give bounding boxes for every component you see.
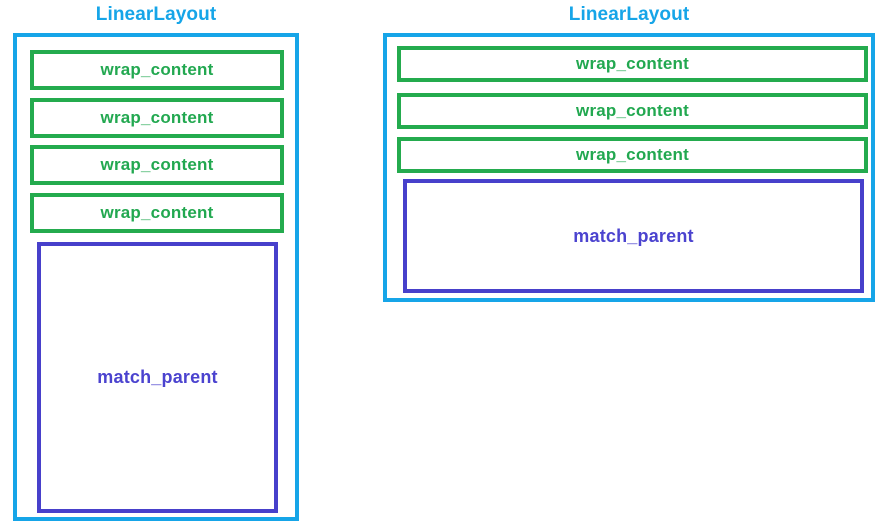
wrap-content-label: wrap_content <box>576 54 689 73</box>
wrap-content-label: wrap_content <box>100 155 214 174</box>
match-parent-box-right-1: match_parent <box>403 179 864 293</box>
wrap-content-label: wrap_content <box>576 145 689 164</box>
wrap-content-label: wrap_content <box>100 60 214 79</box>
linearlayout-title-left: LinearLayout <box>95 4 217 25</box>
match-parent-label: match_parent <box>573 225 694 246</box>
linearlayout-container-left: wrap_content wrap_content wrap_content w… <box>13 33 299 521</box>
wrap-content-box-right-3: wrap_content <box>397 137 868 173</box>
linearlayout-title-right: LinearLayout <box>568 4 690 25</box>
wrap-content-box-left-3: wrap_content <box>30 145 284 185</box>
wrap-content-box-right-1: wrap_content <box>397 46 868 82</box>
wrap-content-box-right-2: wrap_content <box>397 93 868 129</box>
wrap-content-box-left-2: wrap_content <box>30 98 284 138</box>
match-parent-label: match_parent <box>97 367 218 387</box>
wrap-content-label: wrap_content <box>100 108 214 127</box>
wrap-content-label: wrap_content <box>576 101 689 120</box>
wrap-content-box-left-1: wrap_content <box>30 50 284 90</box>
wrap-content-box-left-4: wrap_content <box>30 193 284 233</box>
linearlayout-container-right: wrap_content wrap_content wrap_content m… <box>383 33 875 302</box>
wrap-content-label: wrap_content <box>100 203 214 222</box>
match-parent-box-left-1: match_parent <box>37 242 278 513</box>
